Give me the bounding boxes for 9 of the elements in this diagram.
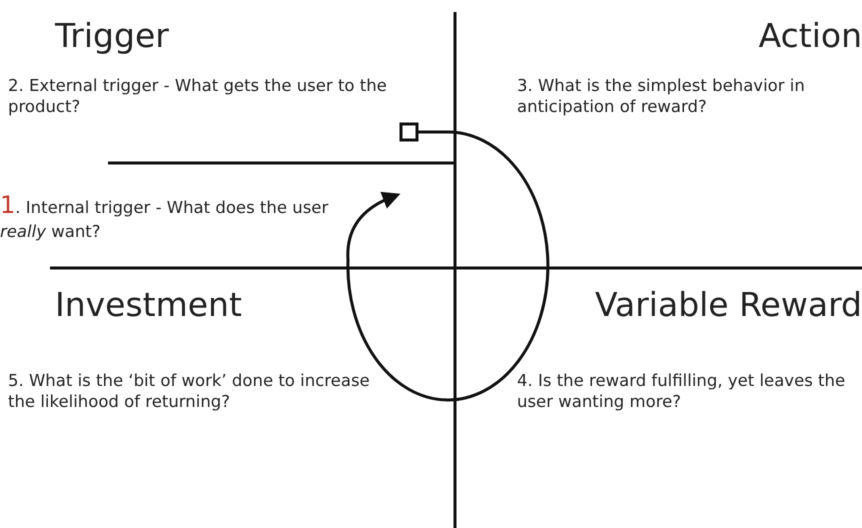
quadrant-title: Action — [758, 16, 862, 56]
quadrant-title: Variable Reward — [594, 285, 862, 325]
question-text: 5. What is the ‘bit of work’ done to increase the likelihood of returning? — [8, 370, 371, 413]
question-text: 1. Internal trigger - What does the user really want? — [0, 190, 330, 243]
question-text: 4. Is the reward fulfilling, yet leaves the user wanting more? — [517, 370, 846, 413]
question-text: 2. External trigger - What gets the user to the product? — [8, 75, 388, 118]
quadrant-title: Investment — [55, 285, 243, 325]
quadrant-title: Trigger — [55, 16, 170, 56]
question-text: 3. What is the simplest behavior in anticipation of reward? — [517, 75, 806, 118]
